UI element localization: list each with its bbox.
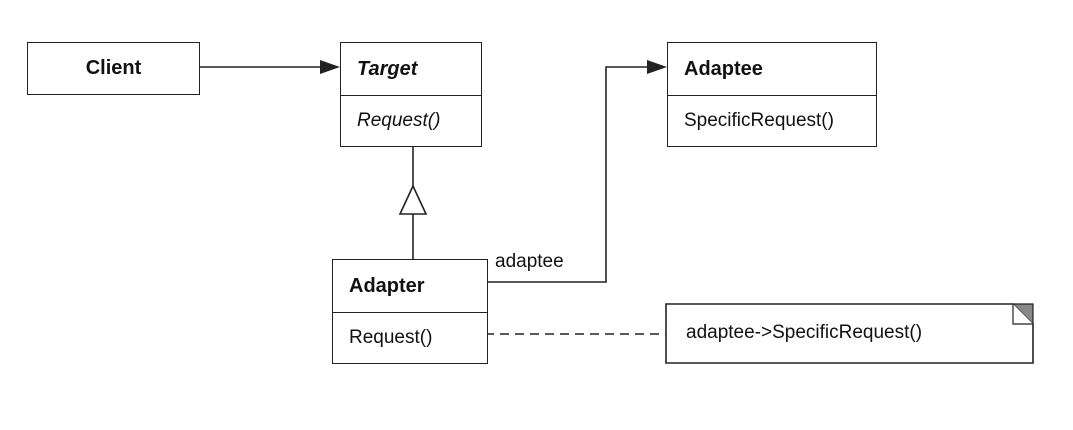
association-role-label: adaptee — [495, 251, 564, 272]
class-adaptee-operation: SpecificRequest() — [668, 95, 876, 145]
note-box — [665, 303, 1034, 364]
adapter-adaptee-association — [487, 60, 667, 283]
class-adapter-operation: Request() — [333, 312, 487, 362]
note-link — [459, 328, 666, 340]
class-client: Client — [27, 42, 200, 95]
inheritance-connector — [398, 147, 428, 259]
class-adapter: Adapter Request() — [332, 259, 488, 364]
class-target-name: Target — [357, 57, 418, 80]
class-client-name: Client — [85, 56, 142, 79]
class-adapter-name: Adapter — [349, 274, 425, 297]
association-arrowhead-icon — [320, 60, 340, 74]
note-text: adaptee->SpecificRequest() — [686, 322, 923, 343]
class-adaptee: Adaptee SpecificRequest() — [667, 42, 877, 147]
class-target: Target Request() — [340, 42, 482, 147]
class-target-operation: Request() — [341, 95, 481, 145]
class-adaptee-name: Adaptee — [684, 57, 763, 80]
association-arrowhead-icon — [647, 60, 667, 74]
client-target-association — [199, 60, 340, 74]
inheritance-triangle-icon — [398, 184, 428, 215]
